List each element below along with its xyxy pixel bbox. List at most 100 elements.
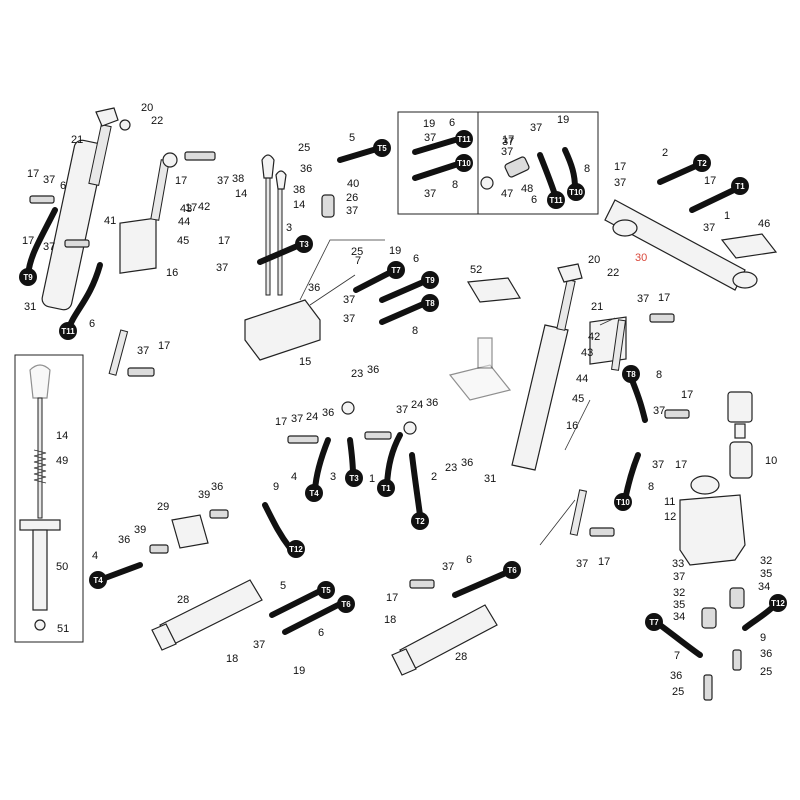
part-number-label: 39 <box>198 489 210 501</box>
filter-spring <box>734 423 746 439</box>
hose-tag-label: T6 <box>341 600 351 609</box>
part-number-label: 19 <box>293 665 305 677</box>
hose-tag-circle <box>455 130 473 148</box>
part-number-label: 37 <box>501 146 513 158</box>
lever-knob-1 <box>261 154 275 179</box>
middle-hose-t10 <box>622 452 641 503</box>
part-number-label: 37 <box>424 188 436 200</box>
inset-fitting <box>480 176 494 190</box>
part-number-label: 6 <box>318 627 324 639</box>
fitting-39 <box>149 544 169 554</box>
inset-hose-t10-b <box>562 147 578 191</box>
part-number-label: 44 <box>178 216 190 228</box>
hose-tag-circle <box>567 183 585 201</box>
part-number-label: 32 <box>673 587 685 599</box>
bottom-left-cylinder <box>159 579 263 646</box>
part-number-label: 49 <box>56 455 68 467</box>
part-number-label: 37 <box>614 177 626 189</box>
part-number-label: 31 <box>24 301 36 313</box>
left-side-bolt-2 <box>64 239 90 248</box>
part-number-label: 37 <box>652 459 664 471</box>
hose-tag-circle <box>547 191 565 209</box>
valve-hose-t9 <box>379 277 431 303</box>
middle-right-cylinder <box>466 263 690 546</box>
part-number-label: 25 <box>760 666 772 678</box>
part-number-label: 6 <box>466 554 472 566</box>
part-number-label: 3 <box>330 471 336 483</box>
middle-bolt-2 <box>664 409 690 419</box>
hose-tag-circle <box>769 594 787 612</box>
part-number-label: 36 <box>211 481 223 493</box>
part-number-label: 33 <box>672 558 684 570</box>
part-number-label: 36 <box>760 648 772 660</box>
left-cylinder-fitting <box>119 119 131 131</box>
hose-tag-circle <box>645 613 663 631</box>
control-lever-2 <box>277 174 283 296</box>
part-number-label: 7 <box>355 255 361 267</box>
hose-tag-circle <box>455 154 473 172</box>
hose-tag-label: T2 <box>415 517 425 526</box>
part-number-label: 8 <box>452 179 458 191</box>
tank-hose-t7 <box>657 622 703 658</box>
part-number-label: 8 <box>412 325 418 337</box>
middle-bolt-3 <box>589 527 615 537</box>
hose-tag-circle <box>345 469 363 487</box>
part-number-label: 42 <box>198 201 210 213</box>
lever-spring <box>33 449 47 484</box>
lift-hose-t2 <box>657 162 701 185</box>
part-number-label: 17 <box>675 459 687 471</box>
hose-tag-circle <box>693 154 711 172</box>
lift-cylinder-body <box>604 199 746 291</box>
part-number-label: 37 <box>396 404 408 416</box>
part-number-label: 16 <box>166 267 178 279</box>
part-number-label: 14 <box>293 199 305 211</box>
part-number-label: 8 <box>648 481 654 493</box>
part-number-label: 41 <box>104 215 116 227</box>
hose-tag-t8: T8 <box>622 365 640 383</box>
part-number-label: 45 <box>572 393 584 405</box>
part-number-label: 25 <box>298 142 310 154</box>
hose-tag-t5: T5 <box>373 139 391 157</box>
hose-tag-circle <box>421 294 439 312</box>
hose-tag-t1: T1 <box>377 479 395 497</box>
hose-tag-circle <box>411 512 429 530</box>
part-number-label: 31 <box>484 473 496 485</box>
control-valve-body <box>244 299 321 361</box>
part-number-label: 23 <box>351 368 363 380</box>
part-number-label: 1 <box>369 473 375 485</box>
hose-detail-frame <box>397 111 599 215</box>
lift-cylinder-eye-left <box>612 219 638 237</box>
part-number-label: 14 <box>56 430 68 442</box>
bottom-cylinders <box>151 569 511 676</box>
filter-element <box>727 391 753 423</box>
middle-upper-link <box>610 319 627 371</box>
left-cylinder-rod <box>88 124 112 186</box>
part-number-label: 17 <box>614 161 626 173</box>
part-number-label: 37 <box>703 222 715 234</box>
part-number-label: 11 <box>664 496 675 508</box>
center-elbow-1 <box>341 401 355 415</box>
hose-tag-t10: T10 <box>567 183 585 201</box>
bottom-bolt-17 <box>409 579 435 589</box>
hose-tag-t12: T12 <box>769 594 787 612</box>
hose-tag-t4: T4 <box>305 484 323 502</box>
center-bolt-1 <box>287 435 319 444</box>
part-number-label: 37 <box>217 175 229 187</box>
right-lift-cylinder <box>604 162 778 291</box>
part-number-label: 8 <box>584 163 590 175</box>
center-hose-t4 <box>312 437 331 493</box>
part-number-label: 47 <box>501 188 513 200</box>
part-number-label: 2 <box>662 147 668 159</box>
part-number-label: 44 <box>576 373 588 385</box>
part-number-label: 25 <box>351 246 363 258</box>
part-number-label: 14 <box>235 188 247 200</box>
part-number-label: 17 <box>185 202 197 214</box>
hose-tag-circle <box>295 235 313 253</box>
hose-tag-t9: T9 <box>19 268 37 286</box>
hose-tag-t6: T6 <box>337 595 355 613</box>
part-number-label: 42 <box>588 331 600 343</box>
left-valve-block <box>119 217 157 274</box>
hose-tags: T9T11T5T3T11T10T10T11T7T9T8T2T1T8T10T4T3… <box>19 130 787 631</box>
hose-tag-t7: T7 <box>387 261 405 279</box>
